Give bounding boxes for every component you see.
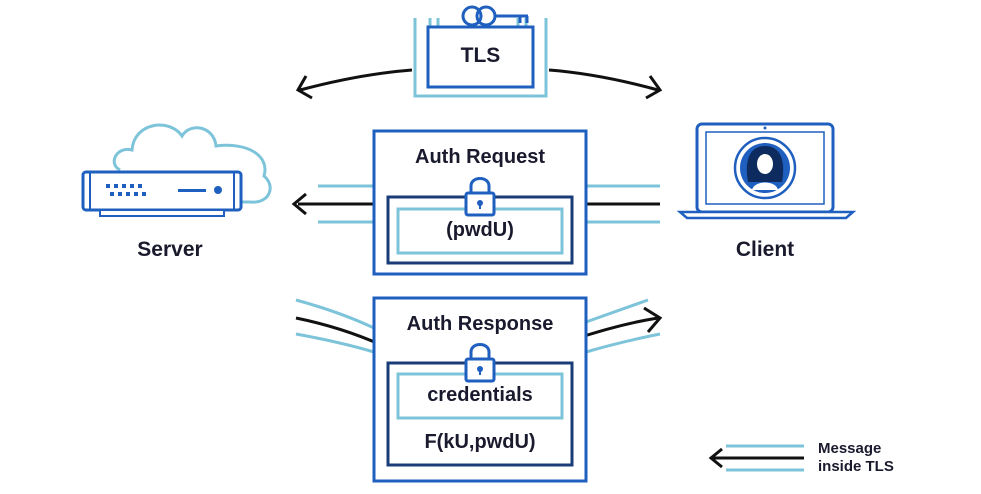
tls-inner-box bbox=[426, 25, 535, 89]
server-label: Server bbox=[137, 238, 203, 261]
auth-request-payload: (pwdU) bbox=[446, 219, 514, 241]
auth-request-box bbox=[372, 129, 588, 276]
client-label: Client bbox=[735, 238, 795, 261]
lock-icon bbox=[464, 343, 496, 383]
client-laptop-icon bbox=[676, 122, 857, 220]
auth-request-title: Auth Request bbox=[415, 146, 545, 168]
tls-label: TLS bbox=[460, 44, 501, 67]
auth-response-box bbox=[372, 296, 588, 483]
auth-response-title: Auth Response bbox=[406, 313, 554, 335]
credentials-label: credentials bbox=[427, 384, 533, 406]
tls-key-icon bbox=[461, 5, 529, 27]
legend-line-1: Message bbox=[818, 440, 882, 457]
legend-label: Message inside TLS bbox=[818, 440, 894, 476]
legend-symbol bbox=[708, 444, 804, 472]
server-icon bbox=[81, 123, 272, 217]
user-avatar-icon bbox=[733, 136, 797, 200]
tls-block bbox=[413, 5, 548, 98]
lock-icon bbox=[464, 177, 496, 217]
function-label: F(kU,pwdU) bbox=[424, 431, 536, 453]
tls-arc-arrows bbox=[295, 68, 663, 100]
legend-line-2: inside TLS bbox=[818, 458, 894, 475]
